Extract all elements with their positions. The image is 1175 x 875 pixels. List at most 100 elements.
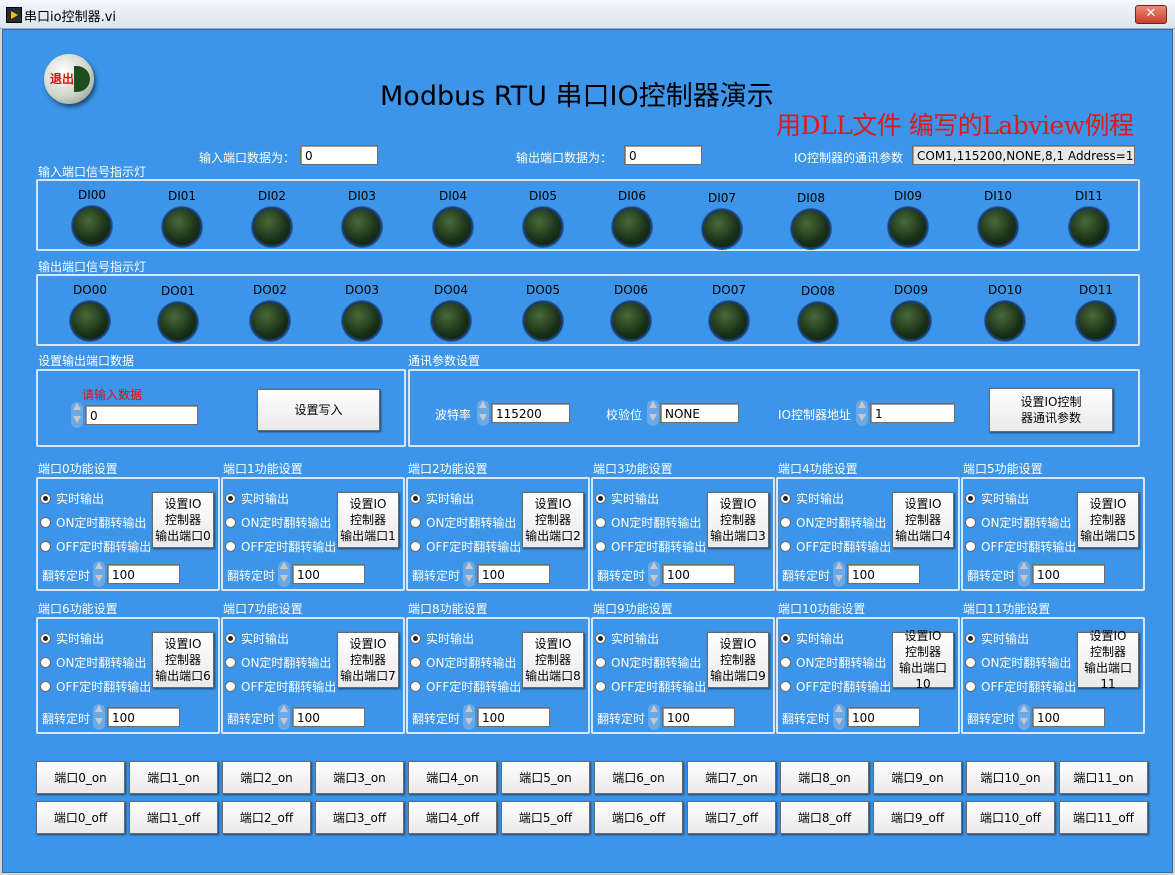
radio-checked-icon[interactable] xyxy=(965,493,976,504)
radio-checked-icon[interactable] xyxy=(595,633,606,644)
port-9-timer-input[interactable]: 100 xyxy=(662,707,735,727)
port-8-radio-realtime[interactable]: 实时输出 xyxy=(410,630,474,647)
port-8-on-button[interactable]: 端口8_on xyxy=(780,761,869,794)
port-0-timer-spinner-icon[interactable] xyxy=(93,561,105,587)
radio-unchecked-icon[interactable] xyxy=(595,541,606,552)
port-10-off-button[interactable]: 端口10_off xyxy=(966,801,1055,834)
port-8-off-button[interactable]: 端口8_off xyxy=(780,801,869,834)
port-6-radio-on_timer[interactable]: ON定时翻转输出 xyxy=(40,654,146,671)
port-0-radio-on_timer[interactable]: ON定时翻转输出 xyxy=(40,514,146,531)
radio-unchecked-icon[interactable] xyxy=(225,657,236,668)
port-5-off-button[interactable]: 端口5_off xyxy=(501,801,590,834)
port-3-timer-spinner-icon[interactable] xyxy=(648,561,660,587)
port-3-radio-on_timer[interactable]: ON定时翻转输出 xyxy=(595,514,701,531)
radio-checked-icon[interactable] xyxy=(225,633,236,644)
port-1-radio-on_timer[interactable]: ON定时翻转输出 xyxy=(225,514,331,531)
baud-spinner-icon[interactable] xyxy=(477,400,489,426)
address-spinner-icon[interactable] xyxy=(856,400,868,426)
port-4-radio-off_timer[interactable]: OFF定时翻转输出 xyxy=(780,538,891,555)
radio-checked-icon[interactable] xyxy=(965,633,976,644)
port-5-timer-input[interactable]: 100 xyxy=(1032,564,1105,584)
radio-checked-icon[interactable] xyxy=(225,493,236,504)
port-5-on-button[interactable]: 端口5_on xyxy=(501,761,590,794)
port-4-timer-spinner-icon[interactable] xyxy=(833,561,845,587)
port-10-timer-spinner-icon[interactable] xyxy=(833,704,845,730)
radio-unchecked-icon[interactable] xyxy=(780,541,791,552)
radio-unchecked-icon[interactable] xyxy=(595,657,606,668)
port-6-timer-spinner-icon[interactable] xyxy=(93,704,105,730)
exit-button[interactable]: 退出 xyxy=(44,54,94,104)
radio-unchecked-icon[interactable] xyxy=(40,657,51,668)
port-10-radio-realtime[interactable]: 实时输出 xyxy=(780,630,844,647)
port-6-on-button[interactable]: 端口6_on xyxy=(594,761,683,794)
port-10-radio-on_timer[interactable]: ON定时翻转输出 xyxy=(780,654,886,671)
port-1-radio-realtime[interactable]: 实时输出 xyxy=(225,490,289,507)
radio-checked-icon[interactable] xyxy=(595,493,606,504)
port-2-timer-input[interactable]: 100 xyxy=(477,564,550,584)
radio-unchecked-icon[interactable] xyxy=(780,681,791,692)
port-10-timer-input[interactable]: 100 xyxy=(847,707,920,727)
port-4-timer-input[interactable]: 100 xyxy=(847,564,920,584)
port-0-timer-input[interactable]: 100 xyxy=(107,564,180,584)
radio-checked-icon[interactable] xyxy=(410,633,421,644)
radio-unchecked-icon[interactable] xyxy=(780,657,791,668)
port-9-radio-realtime[interactable]: 实时输出 xyxy=(595,630,659,647)
port-1-off-button[interactable]: 端口1_off xyxy=(129,801,218,834)
port-1-timer-input[interactable]: 100 xyxy=(292,564,365,584)
port-6-off-button[interactable]: 端口6_off xyxy=(594,801,683,834)
port-7-radio-realtime[interactable]: 实时输出 xyxy=(225,630,289,647)
port-5-radio-off_timer[interactable]: OFF定时翻转输出 xyxy=(965,538,1076,555)
port-0-radio-realtime[interactable]: 实时输出 xyxy=(40,490,104,507)
port-3-radio-realtime[interactable]: 实时输出 xyxy=(595,490,659,507)
radio-unchecked-icon[interactable] xyxy=(780,517,791,528)
port-3-timer-input[interactable]: 100 xyxy=(662,564,735,584)
port-5-timer-spinner-icon[interactable] xyxy=(1018,561,1030,587)
port-9-on-button[interactable]: 端口9_on xyxy=(873,761,962,794)
port-4-on-button[interactable]: 端口4_on xyxy=(408,761,497,794)
port-8-radio-on_timer[interactable]: ON定时翻转输出 xyxy=(410,654,516,671)
port-8-timer-input[interactable]: 100 xyxy=(477,707,550,727)
radio-checked-icon[interactable] xyxy=(40,493,51,504)
port-10-radio-off_timer[interactable]: OFF定时翻转输出 xyxy=(780,678,891,695)
port-11-radio-on_timer[interactable]: ON定时翻转输出 xyxy=(965,654,1071,671)
radio-unchecked-icon[interactable] xyxy=(965,681,976,692)
port-9-radio-on_timer[interactable]: ON定时翻转输出 xyxy=(595,654,701,671)
radio-unchecked-icon[interactable] xyxy=(965,541,976,552)
port-9-timer-spinner-icon[interactable] xyxy=(648,704,660,730)
baud-input[interactable]: 115200 xyxy=(491,403,570,423)
parity-spinner-icon[interactable] xyxy=(647,400,659,426)
port-7-timer-spinner-icon[interactable] xyxy=(278,704,290,730)
radio-unchecked-icon[interactable] xyxy=(410,541,421,552)
port-2-radio-off_timer[interactable]: OFF定时翻转输出 xyxy=(410,538,521,555)
set-comm-params-button[interactable]: 设置IO控制 器通讯参数 xyxy=(989,388,1113,432)
port-4-off-button[interactable]: 端口4_off xyxy=(408,801,497,834)
port-11-radio-realtime[interactable]: 实时输出 xyxy=(965,630,1029,647)
port-2-radio-on_timer[interactable]: ON定时翻转输出 xyxy=(410,514,516,531)
radio-unchecked-icon[interactable] xyxy=(225,541,236,552)
port-8-radio-off_timer[interactable]: OFF定时翻转输出 xyxy=(410,678,521,695)
address-input[interactable]: 1 xyxy=(870,403,955,423)
port-3-on-button[interactable]: 端口3_on xyxy=(315,761,404,794)
port-8-timer-spinner-icon[interactable] xyxy=(463,704,475,730)
port-2-timer-spinner-icon[interactable] xyxy=(463,561,475,587)
port-0-on-button[interactable]: 端口0_on xyxy=(36,761,125,794)
port-2-radio-realtime[interactable]: 实时输出 xyxy=(410,490,474,507)
radio-unchecked-icon[interactable] xyxy=(410,517,421,528)
port-1-on-button[interactable]: 端口1_on xyxy=(129,761,218,794)
port-7-off-button[interactable]: 端口7_off xyxy=(687,801,776,834)
window-close-button[interactable]: ✕ xyxy=(1135,5,1167,24)
port-7-on-button[interactable]: 端口7_on xyxy=(687,761,776,794)
port-1-radio-off_timer[interactable]: OFF定时翻转输出 xyxy=(225,538,336,555)
port-11-radio-off_timer[interactable]: OFF定时翻转输出 xyxy=(965,678,1076,695)
port-6-timer-input[interactable]: 100 xyxy=(107,707,180,727)
radio-unchecked-icon[interactable] xyxy=(965,517,976,528)
radio-unchecked-icon[interactable] xyxy=(595,681,606,692)
radio-unchecked-icon[interactable] xyxy=(40,517,51,528)
port-3-radio-off_timer[interactable]: OFF定时翻转输出 xyxy=(595,538,706,555)
